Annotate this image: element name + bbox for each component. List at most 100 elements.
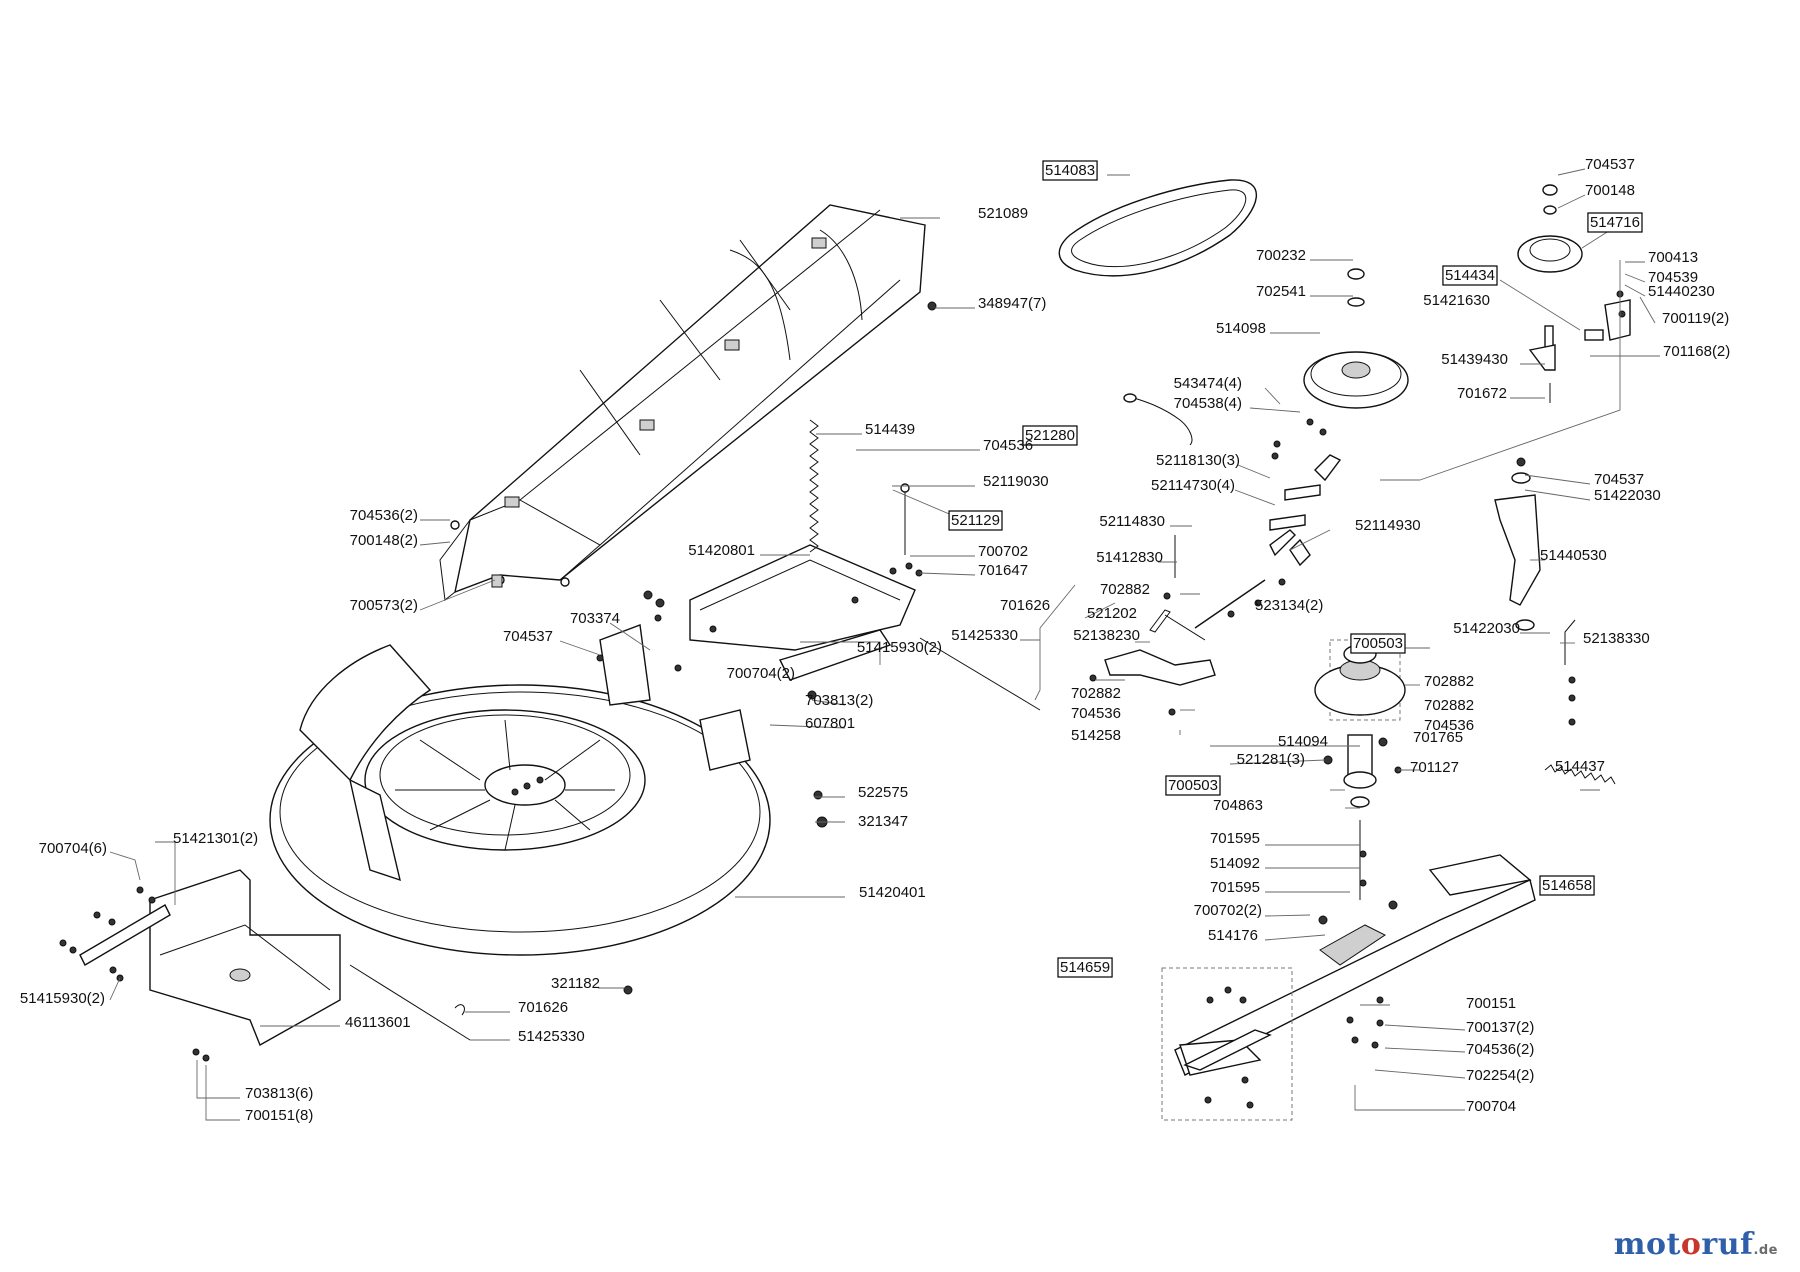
watermark-part2: o (1680, 1227, 1702, 1262)
part-label-704537: 704537 (1585, 156, 1635, 173)
part-label-7045362: 704536(2) (1466, 1041, 1534, 1058)
watermark-part1: mot (1613, 1227, 1681, 1262)
watermark-suffix: .de (1753, 1243, 1778, 1258)
part-label-700702: 700702 (978, 543, 1028, 560)
discharge-chute (439, 204, 937, 601)
damper-rod (889, 483, 923, 577)
part-label-7005732: 700573(2) (350, 597, 418, 614)
linkage-levers (1163, 418, 1342, 629)
part-label-51420401: 51420401 (859, 884, 926, 901)
part-label-321182: 321182 (551, 975, 600, 992)
part-label-51421630: 51421630 (1423, 292, 1490, 309)
part-label-514258: 514258 (1071, 727, 1121, 744)
cable (1123, 393, 1193, 446)
part-label-700232: 700232 (1256, 247, 1306, 264)
part-label-51422030: 51422030 (1594, 487, 1661, 504)
part-label-51439430: 51439430 (1441, 351, 1508, 368)
label-frame (948, 510, 1003, 531)
part-label-514716: 514716 (1590, 214, 1640, 231)
part-label-702882: 702882 (1424, 697, 1474, 714)
part-label-51440230: 51440230 (1648, 283, 1715, 300)
part-label-52114930: 52114930 (1355, 517, 1421, 534)
rod-52138330 (1564, 619, 1576, 726)
part-label-704537: 704537 (1594, 471, 1644, 488)
label-frame (1042, 160, 1098, 181)
blade-kit (1161, 967, 1293, 1121)
part-label-700704: 700704 (1466, 1098, 1516, 1115)
part-drawings (59, 179, 1631, 1121)
part-label-702882: 702882 (1100, 581, 1150, 598)
part-label-7001518: 700151(8) (245, 1107, 313, 1124)
label-frame (1442, 265, 1498, 286)
part-label-701765: 701765 (1413, 729, 1463, 746)
part-label-702882: 702882 (1424, 673, 1474, 690)
part-label-514083: 514083 (1045, 162, 1095, 179)
part-label-521202: 521202 (1087, 605, 1137, 622)
part-label-521147304: 52114730(4) (1151, 477, 1235, 494)
part-label-7007042: 700704(2) (727, 665, 795, 682)
spindle-housing (1314, 639, 1406, 925)
part-label-7038136: 703813(6) (245, 1085, 313, 1102)
part-label-7022542: 702254(2) (1466, 1067, 1534, 1084)
part-label-701595: 701595 (1210, 830, 1260, 847)
label-frame (1165, 775, 1221, 796)
label-frame (1350, 633, 1406, 654)
part-number-labels: 514083 521089 348947(7) 704537 700148 514716 7… (20, 156, 1730, 1124)
part-label-514437: 514437 (1555, 758, 1605, 775)
part-label-701672: 701672 (1457, 385, 1507, 402)
part-label-7001372: 700137(2) (1466, 1019, 1534, 1036)
part-label-321347: 321347 (858, 813, 908, 830)
part-label-521089: 521089 (978, 205, 1028, 222)
part-label-701647: 701647 (978, 562, 1028, 579)
part-label-704863: 704863 (1213, 797, 1263, 814)
part-label-700503: 700503 (1168, 777, 1218, 794)
label-frame (1022, 425, 1078, 446)
part-label-514098: 514098 (1216, 320, 1266, 337)
part-label-700503: 700503 (1353, 635, 1403, 652)
part-label-514213012: 51421301(2) (173, 830, 258, 847)
part-label-704536: 704536 (983, 437, 1033, 454)
part-label-7007046: 700704(6) (39, 840, 107, 857)
part-label-701595: 701595 (1210, 879, 1260, 896)
part-label-51420801: 51420801 (688, 542, 755, 559)
frame-bracket (643, 544, 1041, 711)
part-label-514439: 514439 (865, 421, 915, 438)
part-label-522575: 522575 (858, 784, 908, 801)
part-label-3489477: 348947(7) (978, 295, 1046, 312)
part-label-701626: 701626 (1000, 597, 1050, 614)
part-label-52114830: 52114830 (1099, 513, 1165, 530)
part-label-7045362: 704536(2) (350, 507, 418, 524)
part-label-51440530: 51440530 (1540, 547, 1607, 564)
part-label-7001192: 700119(2) (1662, 310, 1729, 327)
part-label-700148: 700148 (1585, 182, 1635, 199)
mulch-bracket (59, 869, 341, 1062)
part-label-700413: 700413 (1648, 249, 1698, 266)
part-label-702882: 702882 (1071, 685, 1121, 702)
part-label-514094: 514094 (1278, 733, 1328, 750)
part-label-701127: 701127 (1410, 759, 1459, 776)
part-label-607801: 607801 (805, 715, 855, 732)
part-label-46113601: 46113601 (345, 1014, 411, 1031)
part-label-514658: 514658 (1542, 877, 1592, 894)
label-frame (1057, 957, 1113, 978)
part-label-704537: 704537 (503, 628, 553, 645)
part-label-521280: 521280 (1025, 427, 1075, 444)
leader-lines (109, 168, 1660, 1121)
spring (809, 419, 819, 553)
watermark-part3: ruf (1701, 1227, 1754, 1262)
part-label-521129: 521129 (951, 512, 1000, 529)
part-label-514659: 514659 (1060, 959, 1110, 976)
part-label-514159302: 51415930(2) (857, 639, 942, 656)
part-label-7011682: 701168(2) (1663, 343, 1730, 360)
label-frame (1539, 875, 1595, 896)
blade-assembly (1174, 854, 1536, 1076)
part-label-5212813: 521281(3) (1237, 751, 1305, 768)
motoruf-watermark-logo: motoruf.de (1614, 1227, 1778, 1262)
part-label-52119030: 52119030 (983, 473, 1049, 490)
part-label-704536: 704536 (1071, 705, 1121, 722)
part-label-51425330: 51425330 (518, 1028, 585, 1045)
mower-deck (269, 614, 771, 956)
part-label-514159302: 51415930(2) (20, 990, 105, 1007)
part-label-701626: 701626 (518, 999, 568, 1016)
